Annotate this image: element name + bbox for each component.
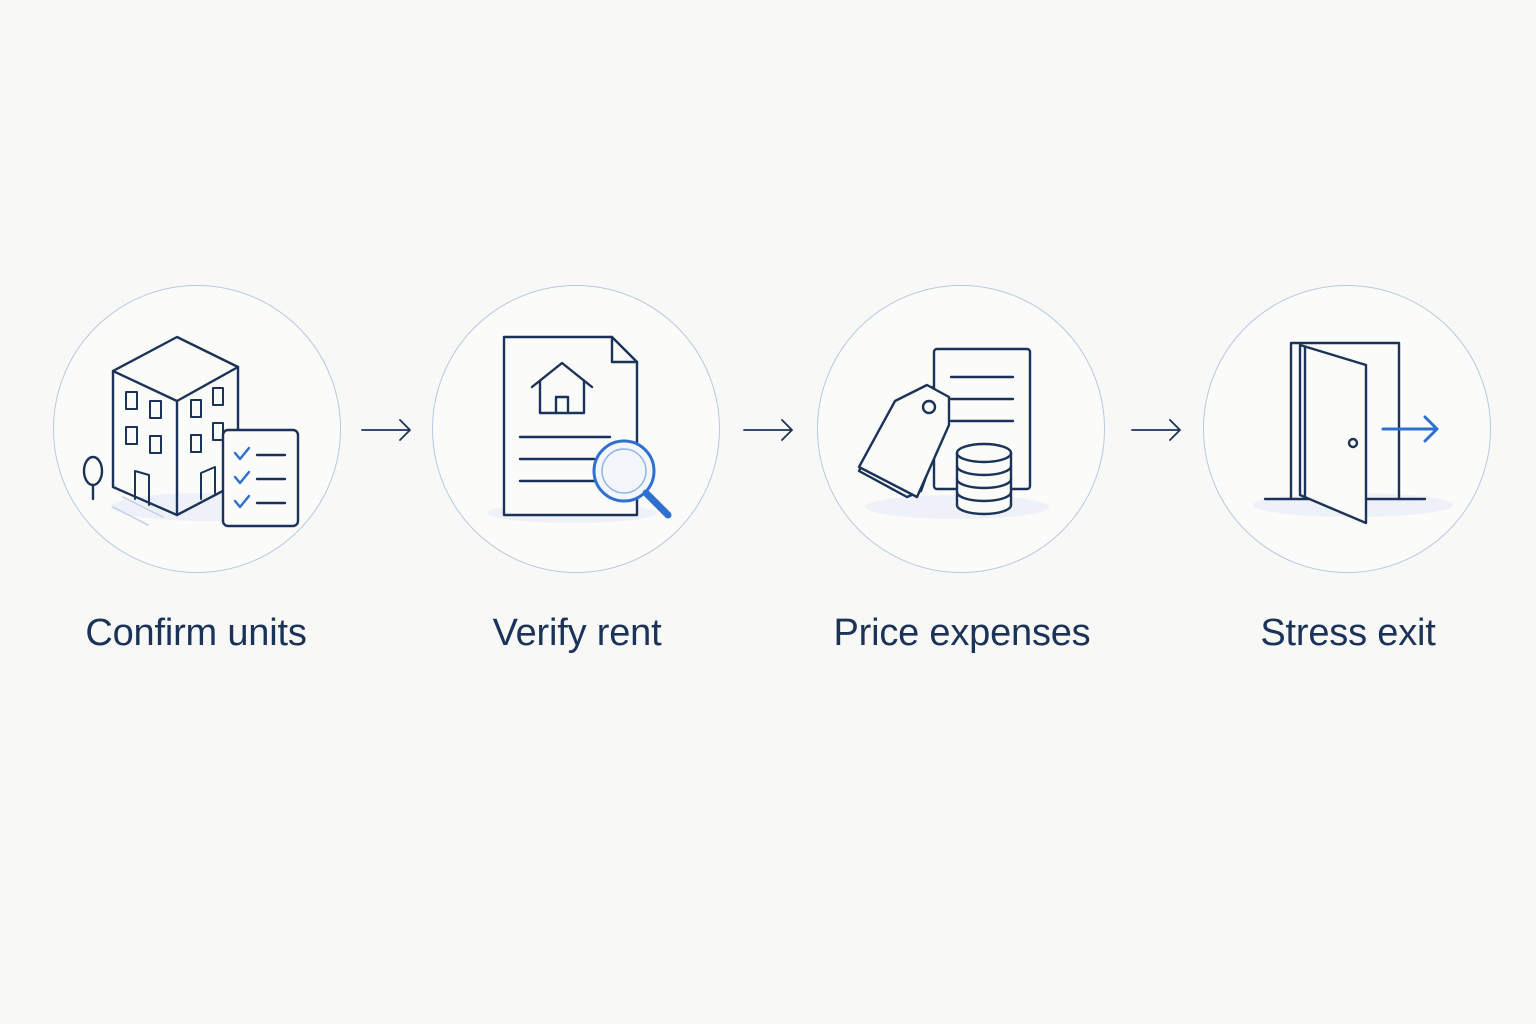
building-checklist-icon [82, 335, 300, 528]
step-label: Confirm units [85, 612, 307, 654]
step-price-expenses [817, 285, 1107, 575]
step-label: Stress exit [1260, 612, 1436, 654]
document-magnifier-icon [487, 335, 672, 523]
step-label: Verify rent [492, 612, 662, 654]
open-door-exit-icon [1253, 341, 1453, 525]
step-confirm-units [53, 285, 343, 575]
step-stress-exit [1203, 285, 1493, 575]
price-tag-coins-icon [857, 347, 1049, 519]
step-verify-rent [432, 285, 722, 575]
step-circle [432, 285, 720, 573]
arrow-right-icon [1131, 419, 1181, 441]
arrow-right-icon [361, 419, 411, 441]
step-label: Price expenses [833, 612, 1091, 654]
arrow-right-icon [743, 419, 793, 441]
